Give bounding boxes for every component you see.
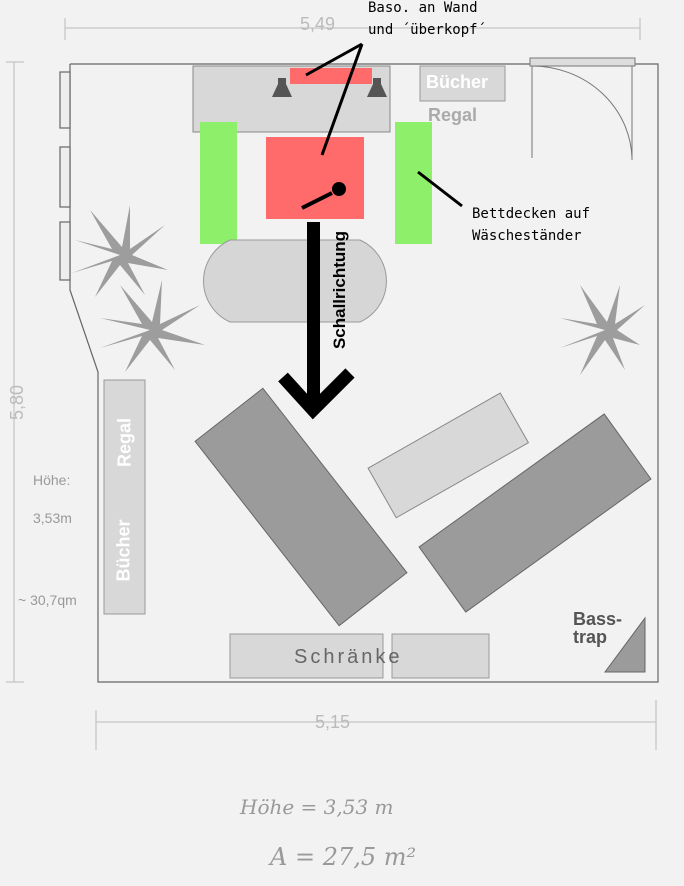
table-left [194, 387, 408, 627]
bottom-dimension-label: 5,15 [315, 712, 351, 732]
plant-icon [100, 280, 205, 372]
bookshelf-left [103, 379, 146, 615]
bookshelf-left-label2: Bücher [113, 519, 134, 582]
bookshelf-top [419, 65, 506, 102]
plant-icon [560, 285, 645, 375]
table-right [418, 413, 652, 613]
cabinets-label: Schränke [294, 646, 403, 668]
basstrap-label: Bass- trap [573, 610, 622, 646]
basstrap [604, 616, 646, 673]
leader-lines [305, 42, 463, 208]
cabinet-left [229, 633, 384, 679]
speaker-left-icon [272, 78, 292, 97]
handwritten-area: A = 27,5 m² [270, 843, 417, 871]
blanket-left [200, 122, 237, 244]
sound-direction-arrow [278, 222, 355, 420]
door [529, 57, 636, 160]
room-area: ~ 30,7qm [18, 592, 77, 608]
room-height-label: Höhe: [33, 472, 71, 488]
plant-icon [72, 205, 168, 297]
sound-direction-label: Schallrichtung [330, 230, 349, 350]
table-middle [367, 392, 530, 519]
blankets-note-line1: Bettdecken auf [472, 206, 591, 222]
microphone-icon [301, 182, 346, 210]
speakers-note-line1: Baso. an Wand [368, 0, 478, 16]
basstrap-label-line2: trap [573, 627, 608, 647]
blanket-right [395, 122, 432, 244]
handwritten-height: Höhe = 3,53 m [240, 795, 394, 819]
chair [203, 239, 387, 323]
absorber-wall [290, 68, 372, 84]
top-dimension-label: 5,49 [300, 14, 336, 34]
cabinet-right [391, 633, 490, 679]
basstrap-label-line1: Bass- [573, 609, 623, 629]
blankets-note-line2: Wäscheständer [472, 228, 582, 244]
speakers-note-line2: und ´überkopf´ [368, 22, 487, 38]
room-height-value: 3,53m [33, 510, 72, 526]
left-dimension-label: 5,80 [7, 384, 28, 421]
bookshelf-left-label1: Regal [114, 417, 135, 468]
room-walls [59, 63, 659, 683]
speaker-right-icon [367, 78, 387, 97]
bookshelf-top-label: Bücher [426, 72, 489, 92]
absorber-overhead [266, 137, 364, 219]
bookshelf-top-label2: Regal [428, 105, 478, 125]
